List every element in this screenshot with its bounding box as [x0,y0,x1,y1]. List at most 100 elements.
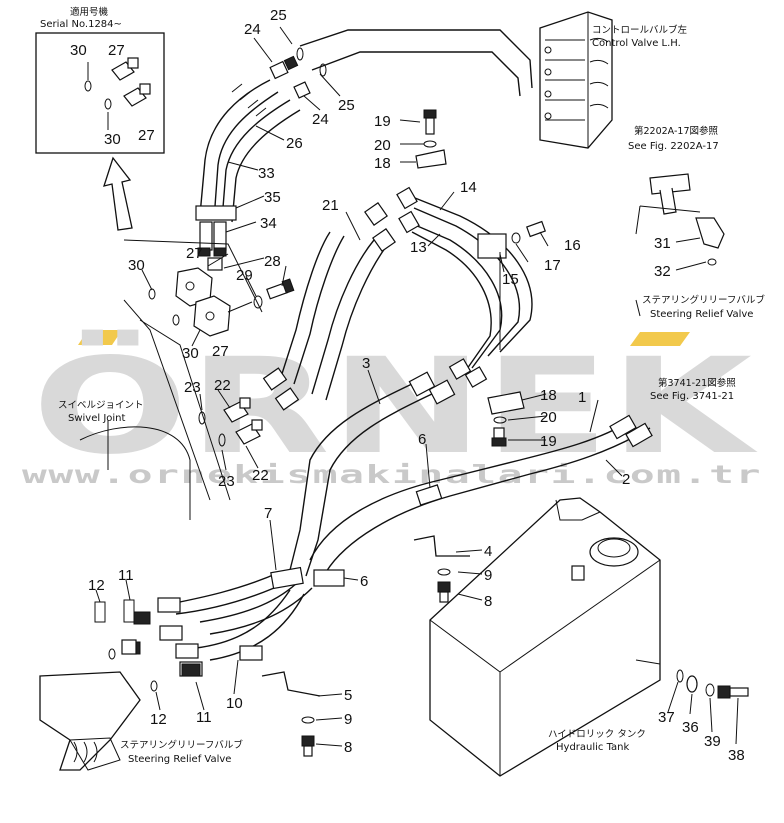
inset-frame [35,32,165,154]
o-ring-icon [150,680,158,692]
part-number: 5 [344,687,352,704]
part-number: 6 [418,431,426,448]
washer-icon [705,683,715,697]
adapter-fitting-icon [293,63,327,99]
part-number: 25 [270,7,287,24]
part-number: 34 [260,215,277,232]
o-ring-icon [104,98,112,110]
elbow-fitting-icon [235,419,263,445]
part-number: 21 [322,197,339,214]
part-number: 15 [502,271,519,288]
part-number: 12 [88,577,105,594]
part-number: 13 [410,239,427,256]
hose-13-14 [396,186,533,388]
steering-relief-valve-bottom [39,671,141,771]
part-number: 27 [108,42,125,59]
part-number: 17 [544,257,561,274]
fig-3741-ref-en: See Fig. 3741-21 [650,391,734,402]
part-number: 1 [578,389,586,406]
tank-cap-icon [589,537,639,567]
bolt-icon [437,581,451,603]
part-number: 30 [70,42,87,59]
elbow-fitting-icon [223,397,251,423]
part-number: 24 [244,21,261,38]
washer-icon [253,295,263,309]
part-number: 39 [704,733,721,750]
part-number: 36 [682,719,699,736]
part-number: 18 [540,387,557,404]
washer-icon [301,716,315,724]
manifold-block-lower [193,295,253,337]
o-ring-icon [84,80,92,92]
o-ring-icon [218,433,226,447]
bracket-icon [261,671,321,697]
bolt-icon [266,278,295,300]
fig-3741-ref-jp: 第3741-21図参照 [658,377,736,389]
adapter-fitting-icon [269,47,304,80]
watermark: ÖRNEK www.ornekismakinalari.com.tr [22,330,762,489]
part-number: 8 [344,739,352,756]
steering-relief-bottom-en: Steering Relief Valve [128,754,231,765]
bolt-icon [423,109,437,135]
part-number: 6 [360,573,368,590]
part-number: 18 [374,155,391,172]
part-number: 16 [564,237,581,254]
hose-clamp-icon [195,205,237,221]
hose-clamp-icon [415,484,443,506]
swivel-joint-label-jp: スイベルジョイント [58,400,144,411]
hydraulic-tank [429,497,661,777]
steering-relief-top-en: Steering Relief Valve [650,309,753,320]
part-number: 32 [654,263,671,280]
part-number: 10 [226,695,243,712]
part-number: 37 [658,709,675,726]
washer-icon [511,232,521,244]
elbow-fitting-icon [111,57,139,81]
part-number: 4 [484,543,492,560]
tank-label-en: Hydraulic Tank [556,742,630,753]
bolt-icon [301,735,315,757]
part-number: 33 [258,165,275,182]
breather-icon [571,565,585,581]
bracket-icon [413,535,470,557]
washer-icon [493,416,507,424]
part-number: 20 [374,137,391,154]
part-number: 22 [252,467,269,484]
part-number: 14 [460,179,477,196]
part-number: 8 [484,593,492,610]
part-number: 11 [196,709,212,726]
clamp-plate-icon [477,233,507,259]
o-ring-icon [676,669,684,683]
bolt-icon [526,220,546,238]
part-number: 11 [118,567,134,584]
o-ring-icon [707,258,717,266]
watermark-url: www.ornekismakinalari.com.tr [22,460,762,489]
part-number: 19 [374,113,391,130]
part-number: 28 [264,253,281,270]
part-number: 27 [212,343,229,360]
part-number: 38 [728,747,745,764]
steering-relief-top-jp: ステアリングリリーフバルブ [642,294,765,306]
part-number-labels: 30 27 30 27 25 24 25 24 26 33 35 34 28 2… [70,7,745,764]
fig-2202-ref-jp: 第2202A-17図参照 [634,125,718,137]
part-number: 3 [362,355,370,372]
tank-label-jp: ハイドロリック タンク [548,729,646,740]
plate-icon [415,149,447,169]
part-number: 23 [184,379,201,396]
part-number: 26 [286,135,303,152]
plate-icon [487,391,525,415]
control-valve-label-jp: コントロールバルブ左 [592,24,688,36]
washer-icon [423,140,437,148]
part-number: 20 [540,409,557,426]
watermark-accent-left [78,330,122,345]
part-number: 27 [138,127,155,144]
part-number: 9 [484,567,492,584]
part-number: 9 [344,711,352,728]
reference-arrow-icon [103,156,133,231]
part-number: 30 [182,345,199,362]
elbow-fitting-icon [123,83,151,107]
part-number: 30 [128,257,145,274]
steering-relief-bottom-jp: ステアリングリリーフバルブ [120,739,243,751]
part-number: 27 [186,245,203,262]
elbow-fitting-icon [695,217,725,249]
watermark-brand: ÖRNEK [32,330,759,484]
